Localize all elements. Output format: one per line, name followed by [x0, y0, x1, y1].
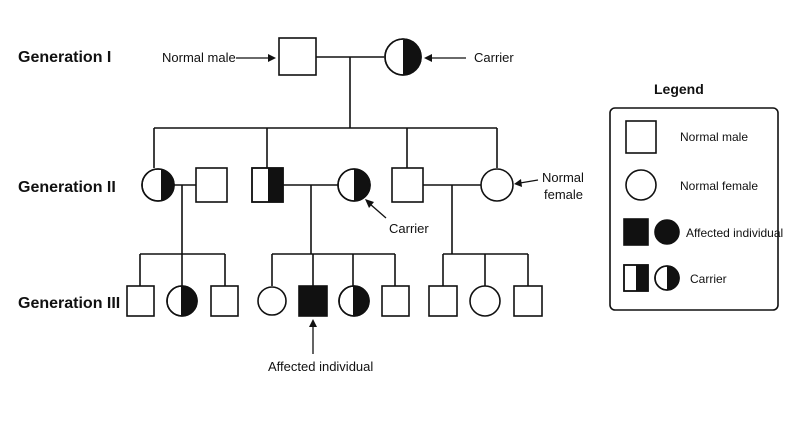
gen1-carrier-female — [384, 38, 422, 76]
legend-normal-female-label: Normal female — [680, 179, 758, 193]
arrowhead-normal-male — [268, 54, 276, 62]
gen3-carrier-female-1 — [166, 285, 198, 317]
legend-title: Legend — [654, 81, 704, 97]
generation-1-label: Generation I — [18, 49, 111, 66]
arrow-carrier-gen2 — [369, 203, 387, 219]
annotation-carrier-top: Carrier — [474, 50, 514, 65]
legend-normal-female-symbol — [625, 169, 657, 201]
gen3-normal-female-1 — [257, 286, 287, 316]
gen2-normal-male-1 — [195, 167, 228, 203]
legend-affected-square-symbol — [623, 218, 649, 246]
gen3-normal-female-2 — [469, 285, 501, 317]
legend-carrier-circle-symbol — [654, 265, 680, 291]
gen2-normal-male-2 — [391, 167, 424, 203]
annotation-carrier-gen2: Carrier — [389, 221, 429, 236]
gen3-normal-male-3 — [381, 285, 410, 317]
gen3-normal-male-5 — [513, 285, 543, 317]
gen2-carrier-male — [251, 167, 284, 203]
legend-normal-male-symbol — [625, 120, 657, 154]
annotation-normal-female-line1: Normal — [542, 170, 584, 185]
arrowhead-normal-female — [514, 179, 522, 187]
legend-carrier-square-symbol — [623, 264, 649, 292]
annotation-normal-female-line2: female — [544, 187, 583, 202]
arrowhead-affected — [309, 319, 317, 327]
gen3-normal-male-1 — [126, 285, 155, 317]
annotation-affected: Affected individual — [268, 359, 373, 374]
legend-affected-circle-symbol — [654, 219, 680, 245]
generation-3-label: Generation III — [18, 295, 120, 312]
arrowhead-carrier-top — [424, 54, 432, 62]
gen3-normal-male-2 — [210, 285, 239, 317]
generation-2-label: Generation II — [18, 179, 116, 196]
legend-carrier-label: Carrier — [690, 272, 727, 286]
annotation-normal-male: Normal male — [162, 50, 236, 65]
legend-affected-label: Affected individual — [686, 226, 783, 240]
arrowhead-carrier-gen2 — [365, 199, 374, 208]
legend-box — [609, 107, 779, 311]
gen1-normal-male — [278, 37, 317, 76]
legend-normal-male-label: Normal male — [680, 130, 748, 144]
gen3-normal-male-4 — [428, 285, 458, 317]
arrow-normal-female — [519, 179, 539, 184]
gen2-carrier-female-2 — [337, 168, 371, 202]
gen3-affected-male — [298, 285, 328, 317]
gen2-normal-female — [480, 168, 514, 202]
gen3-carrier-female-2 — [338, 285, 370, 317]
gen2-carrier-female-1 — [141, 168, 175, 202]
